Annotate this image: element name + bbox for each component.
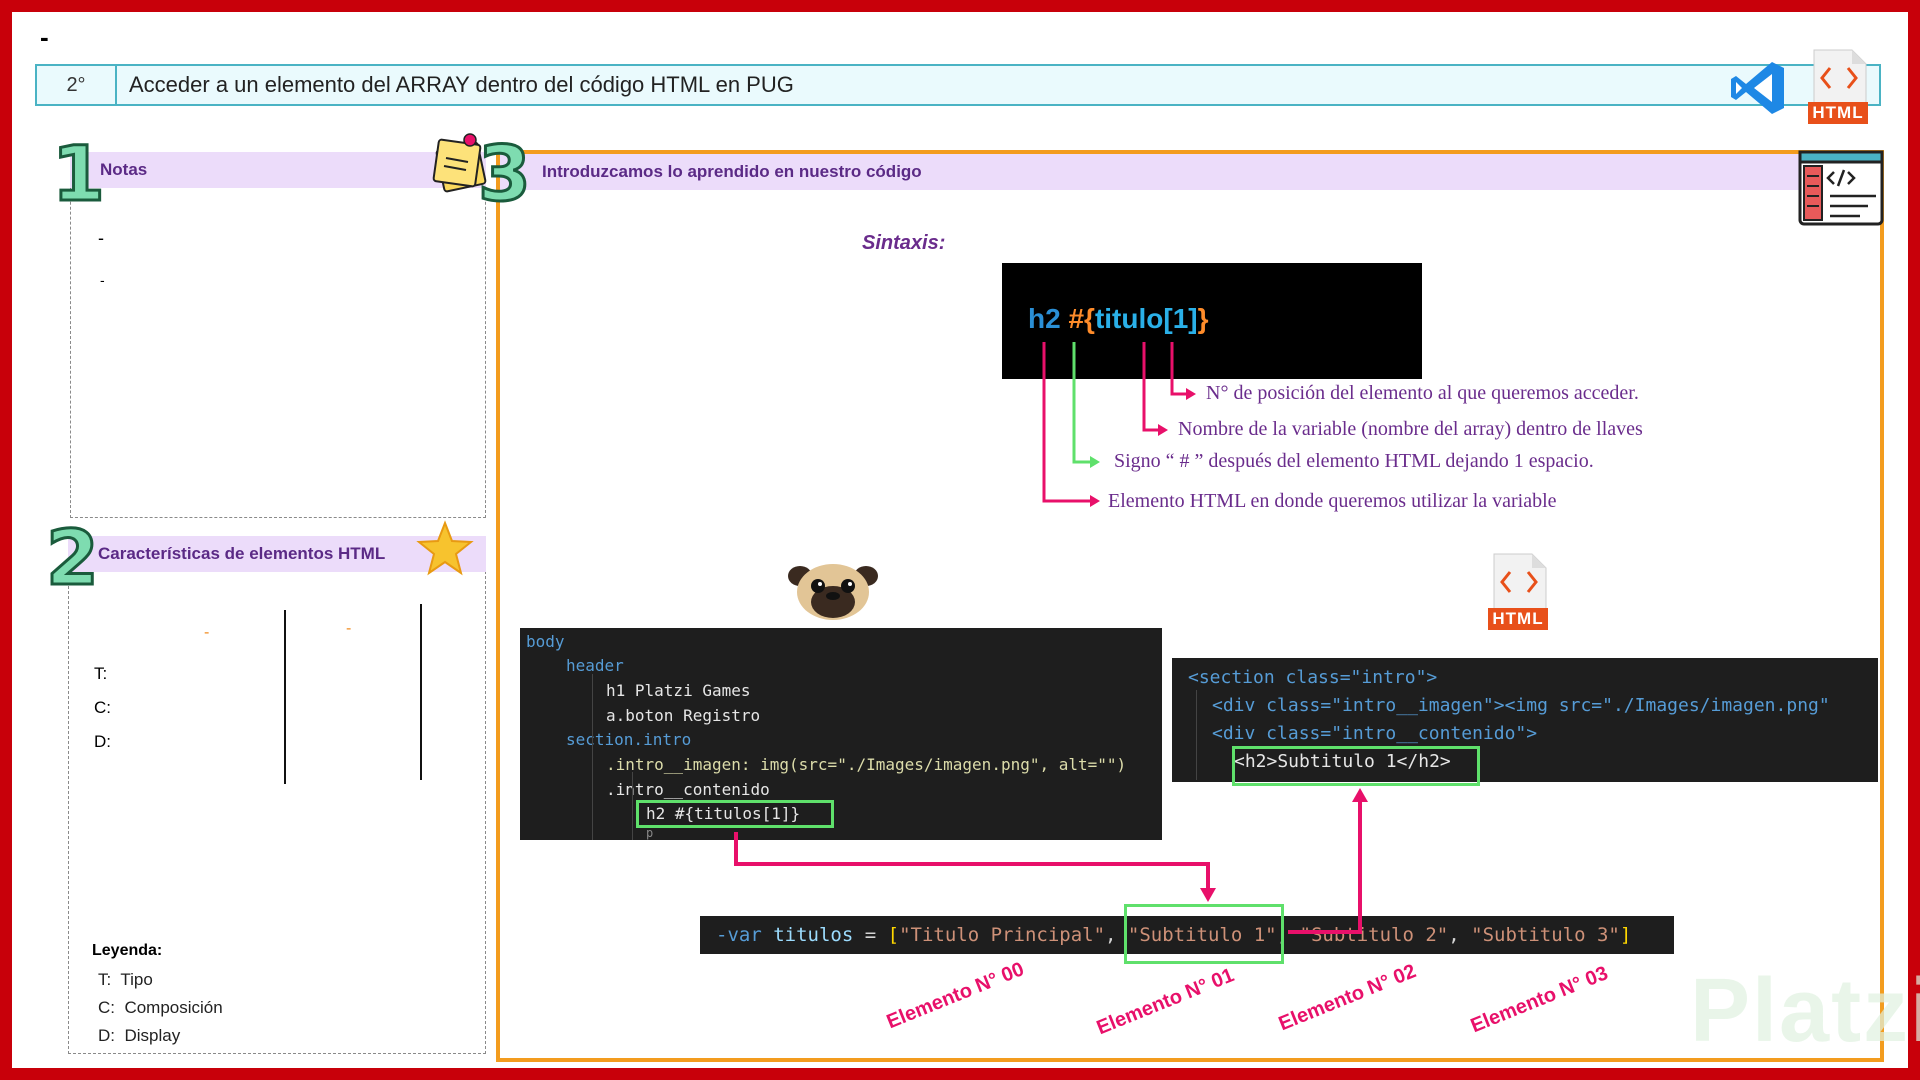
- main-header: Introduzcamos lo aprendido en nuestro có…: [500, 154, 1880, 190]
- array-item: "Subtitulo 1": [1127, 924, 1277, 946]
- code-line: body: [526, 632, 565, 651]
- characteristics-header: Características de elementos HTML: [68, 536, 486, 572]
- var-equals: =: [864, 924, 877, 946]
- code-line: h1 Platzi Games: [606, 681, 751, 700]
- array-highlight-box: [1124, 904, 1284, 964]
- notes-bullet: -: [98, 228, 104, 248]
- code-line: section.intro: [566, 730, 692, 749]
- legend-value: Display: [124, 1026, 181, 1045]
- code-line-highlight: <h2>Subtitulo 1</h2>: [1234, 751, 1451, 772]
- syntax-index: [1]: [1163, 303, 1198, 334]
- column-divider: [284, 610, 286, 784]
- legend-value: Composición: [124, 998, 223, 1017]
- code-line: <section class="intro">: [1188, 667, 1438, 688]
- syntax-brace: }: [1197, 303, 1209, 334]
- section-2-number: 2: [45, 513, 101, 602]
- var-keyword: -var: [716, 924, 762, 946]
- legend-value: Tipo: [120, 970, 153, 989]
- array-item: "Subtitulo 3": [1471, 924, 1620, 946]
- notes-panel: [70, 152, 486, 518]
- star-icon: [416, 520, 474, 576]
- legend-item: C: Composición: [98, 998, 223, 1018]
- vscode-icon: [1731, 62, 1784, 114]
- code-line: <div class="intro__contenido">: [1212, 723, 1538, 744]
- main-panel: [496, 150, 1884, 1062]
- code-window-icon: [1798, 150, 1884, 226]
- syntax-hash: #: [1068, 303, 1085, 334]
- html-file-icon: HTML: [1808, 48, 1870, 126]
- html-file-icon-main: HTML: [1488, 552, 1550, 632]
- code-line-highlight: h2 #{titulos[1]}: [646, 804, 801, 823]
- var-code-line: -var titulos = ["Titulo Principal", "Sub…: [700, 916, 1674, 954]
- syntax-box: h2 #{titulo[1]}: [1002, 263, 1422, 379]
- sticky-note-icon: [432, 133, 487, 193]
- code-line: header: [566, 656, 624, 675]
- lesson-number: 2°: [37, 66, 117, 104]
- var-name: titulos: [773, 924, 854, 946]
- html-badge: HTML: [1488, 608, 1548, 630]
- platzi-watermark: Platzi: [1690, 961, 1920, 1061]
- page-title: Acceder a un elemento del ARRAY dentro d…: [129, 72, 794, 97]
- notes-bullet: -: [100, 272, 105, 288]
- annotation-hash: Signo “ # ” después del elemento HTML de…: [1114, 450, 1594, 472]
- row-label: D:: [94, 732, 111, 751]
- syntax-tag: h2: [1028, 303, 1061, 334]
- legend-key: C:: [98, 998, 115, 1017]
- section-3-number: 3: [477, 129, 533, 218]
- array-item: "Subtitulo 2": [1299, 924, 1449, 946]
- legend-key: T:: [98, 970, 112, 989]
- code-line: .intro__imagen: img(src="./Images/imagen…: [606, 755, 1127, 774]
- array-item: "Titulo Principal": [899, 924, 1106, 946]
- notes-header: Notas: [70, 152, 486, 188]
- html-badge: HTML: [1808, 102, 1868, 124]
- section-1-number: 1: [51, 129, 107, 218]
- pug-highlight-box: [636, 800, 834, 828]
- legend-item: T: Tipo: [98, 970, 153, 990]
- row-label: C:: [94, 698, 111, 717]
- syntax-var: titulo: [1094, 303, 1164, 334]
- title-bar: 2° Acceder a un elemento del ARRAY dentr…: [35, 64, 1881, 106]
- code-line: <div class="intro__imagen"><img src="./I…: [1212, 695, 1830, 716]
- syntax-brace: {: [1084, 303, 1095, 334]
- column-dash: -: [204, 624, 210, 641]
- column-divider: [420, 604, 422, 780]
- legend-title: Leyenda:: [92, 942, 163, 959]
- code-line: a.boton Registro: [606, 706, 761, 725]
- legend-key: D:: [98, 1026, 115, 1045]
- flow-arrows: [734, 788, 1368, 934]
- syntax-label: Sintaxis:: [862, 232, 946, 254]
- pug-code-block: body header h1 Platzi Games a.boton Regi…: [520, 628, 1162, 840]
- top-dash: -: [40, 22, 49, 52]
- column-dash: -: [346, 620, 352, 637]
- syntax-arrows: [1042, 342, 1196, 507]
- html-highlight-box: [1232, 746, 1480, 786]
- legend-item: D: Display: [98, 1026, 180, 1046]
- code-line: p: [646, 826, 654, 840]
- code-line: .intro__contenido: [606, 780, 770, 799]
- pug-icon: [788, 564, 878, 620]
- annotation-element: Elemento HTML en donde queremos utilizar…: [1108, 490, 1557, 512]
- annotation-variable: Nombre de la variable (nombre del array)…: [1178, 418, 1643, 440]
- annotation-index: N° de posición del elemento al que quere…: [1206, 382, 1639, 404]
- syntax-expression: h2 #{titulo[1]}: [1028, 303, 1209, 335]
- html-code-block: <section class="intro"> <div class="intr…: [1172, 658, 1878, 782]
- row-label: T:: [94, 664, 108, 683]
